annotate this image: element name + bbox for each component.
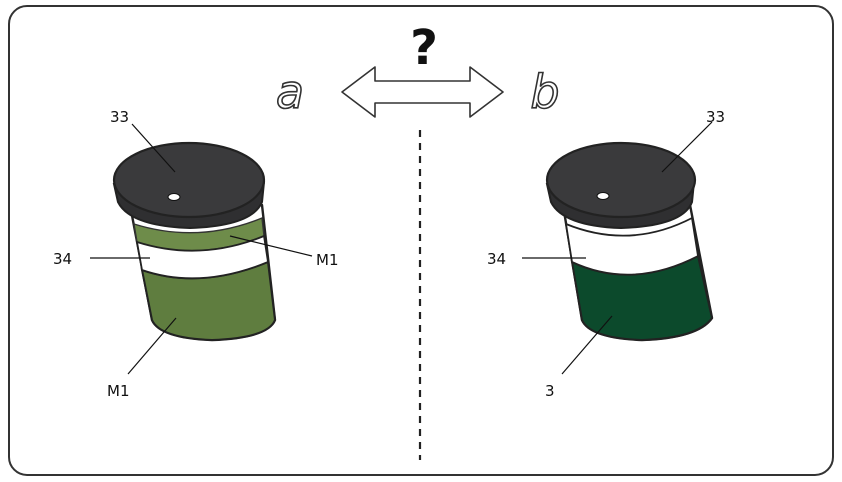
container-b-lid <box>545 141 697 219</box>
container-b <box>545 141 714 342</box>
container-a-lid <box>112 141 266 219</box>
container-b-band <box>564 216 699 276</box>
callout-a-33: 33 <box>110 108 129 126</box>
callout-a-m1-upper: M1 <box>316 251 339 269</box>
callout-line-a-33 <box>131 123 176 173</box>
callout-a-34: 34 <box>53 250 72 268</box>
container-b-lid-hole <box>596 192 610 200</box>
callout-line-a-m1-upper <box>229 235 313 257</box>
callout-a-m1-lower: M1 <box>107 382 130 400</box>
callout-b-34: 34 <box>487 250 506 268</box>
container-a <box>112 141 277 342</box>
callout-b-33: 33 <box>706 108 725 126</box>
callout-line-a-m1-lower <box>127 317 177 375</box>
label-a: a <box>276 65 304 119</box>
callout-line-b-3 <box>561 315 613 375</box>
label-b: b <box>530 65 559 119</box>
callout-b-3: 3 <box>545 382 555 400</box>
callout-line-b-33 <box>661 121 713 173</box>
question-mark: ? <box>410 20 438 76</box>
double-arrow-icon <box>341 66 504 118</box>
container-a-lid-hole <box>167 193 181 201</box>
container-a-band <box>135 234 269 280</box>
